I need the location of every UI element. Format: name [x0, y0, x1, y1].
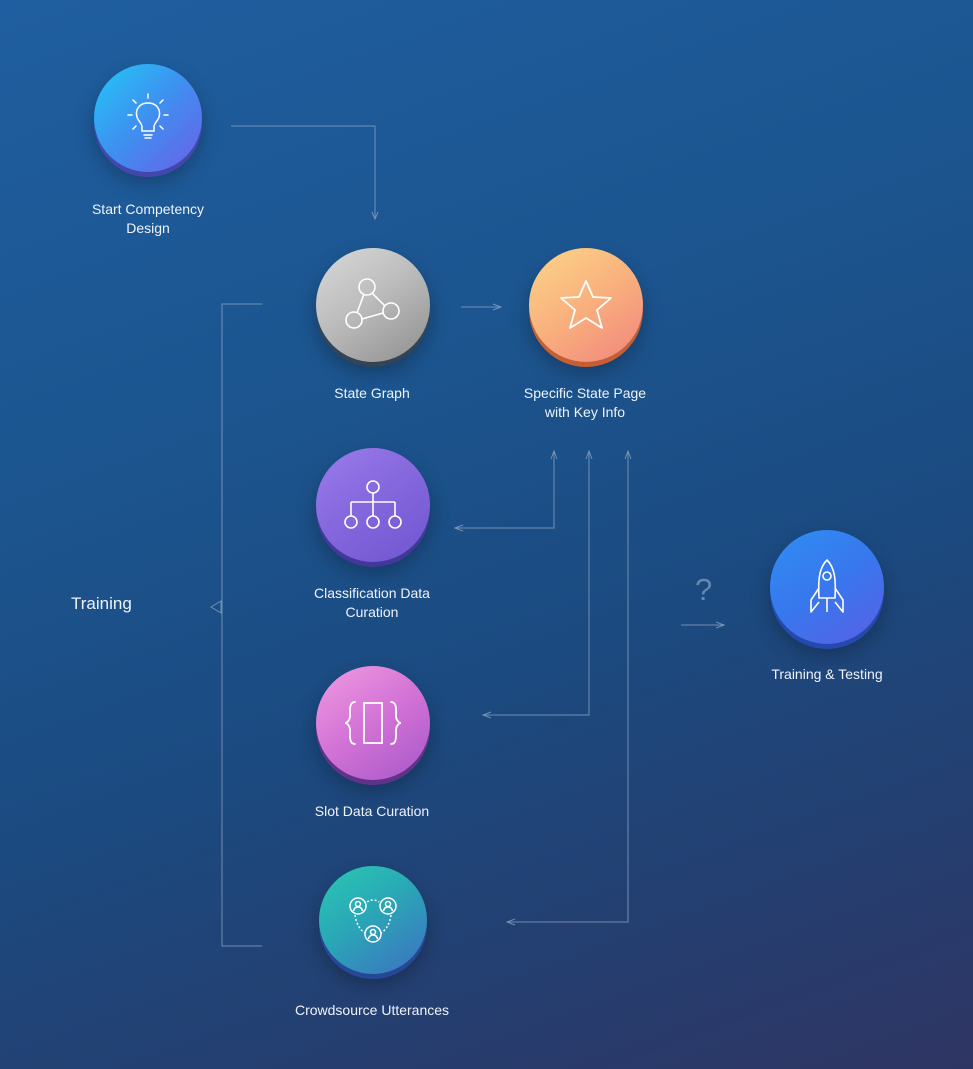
- lightbulb-icon: [127, 93, 169, 139]
- classification-node[interactable]: [316, 448, 430, 562]
- crowdsource-label: Crowdsource Utterances: [294, 1002, 450, 1018]
- training-arrowhead: [210, 600, 222, 614]
- start-node[interactable]: [94, 64, 202, 172]
- curly-braces-icon: [344, 701, 402, 745]
- training-bracket: [221, 303, 262, 947]
- connector-start-to-state-graph: [231, 125, 376, 218]
- crowdsource-node[interactable]: [319, 866, 427, 974]
- hierarchy-tree-icon: [344, 480, 402, 529]
- arrowhead-up-3: [624, 449, 632, 460]
- people-network-icon: [349, 897, 397, 943]
- training-testing-label: Training & Testing: [771, 666, 883, 682]
- slot-label: Slot Data Curation: [314, 803, 430, 819]
- specific-state-node[interactable]: [529, 248, 643, 362]
- arrowhead-up-1: [550, 449, 558, 460]
- arrowhead-right: [492, 303, 503, 311]
- arrowhead-left-3: [505, 918, 516, 926]
- arrowhead-right-2: [715, 621, 726, 629]
- arrowhead-left-2: [481, 711, 492, 719]
- arrowhead-up-2: [585, 449, 593, 460]
- star-icon: [560, 280, 612, 329]
- start-node-label: Start Competency Design: [91, 201, 205, 236]
- arrowhead-left-1: [453, 524, 464, 532]
- training-group-label: Training: [71, 594, 132, 613]
- slot-node[interactable]: [316, 666, 430, 780]
- graph-nodes-icon: [345, 278, 400, 329]
- classification-label: Classification Data Curation: [314, 585, 430, 620]
- connector-specific-to-classification: [456, 452, 555, 529]
- rocket-icon: [810, 559, 844, 613]
- arrowhead-down: [371, 211, 379, 221]
- state-graph-node[interactable]: [316, 248, 430, 362]
- state-graph-label: State Graph: [334, 385, 410, 401]
- connector-specific-to-crowd: [508, 452, 629, 923]
- specific-state-label: Specific State Page with Key Info: [523, 385, 647, 420]
- training-testing-node[interactable]: [770, 530, 884, 644]
- connector-specific-to-slot: [484, 452, 590, 716]
- question-mark: ?: [695, 572, 713, 607]
